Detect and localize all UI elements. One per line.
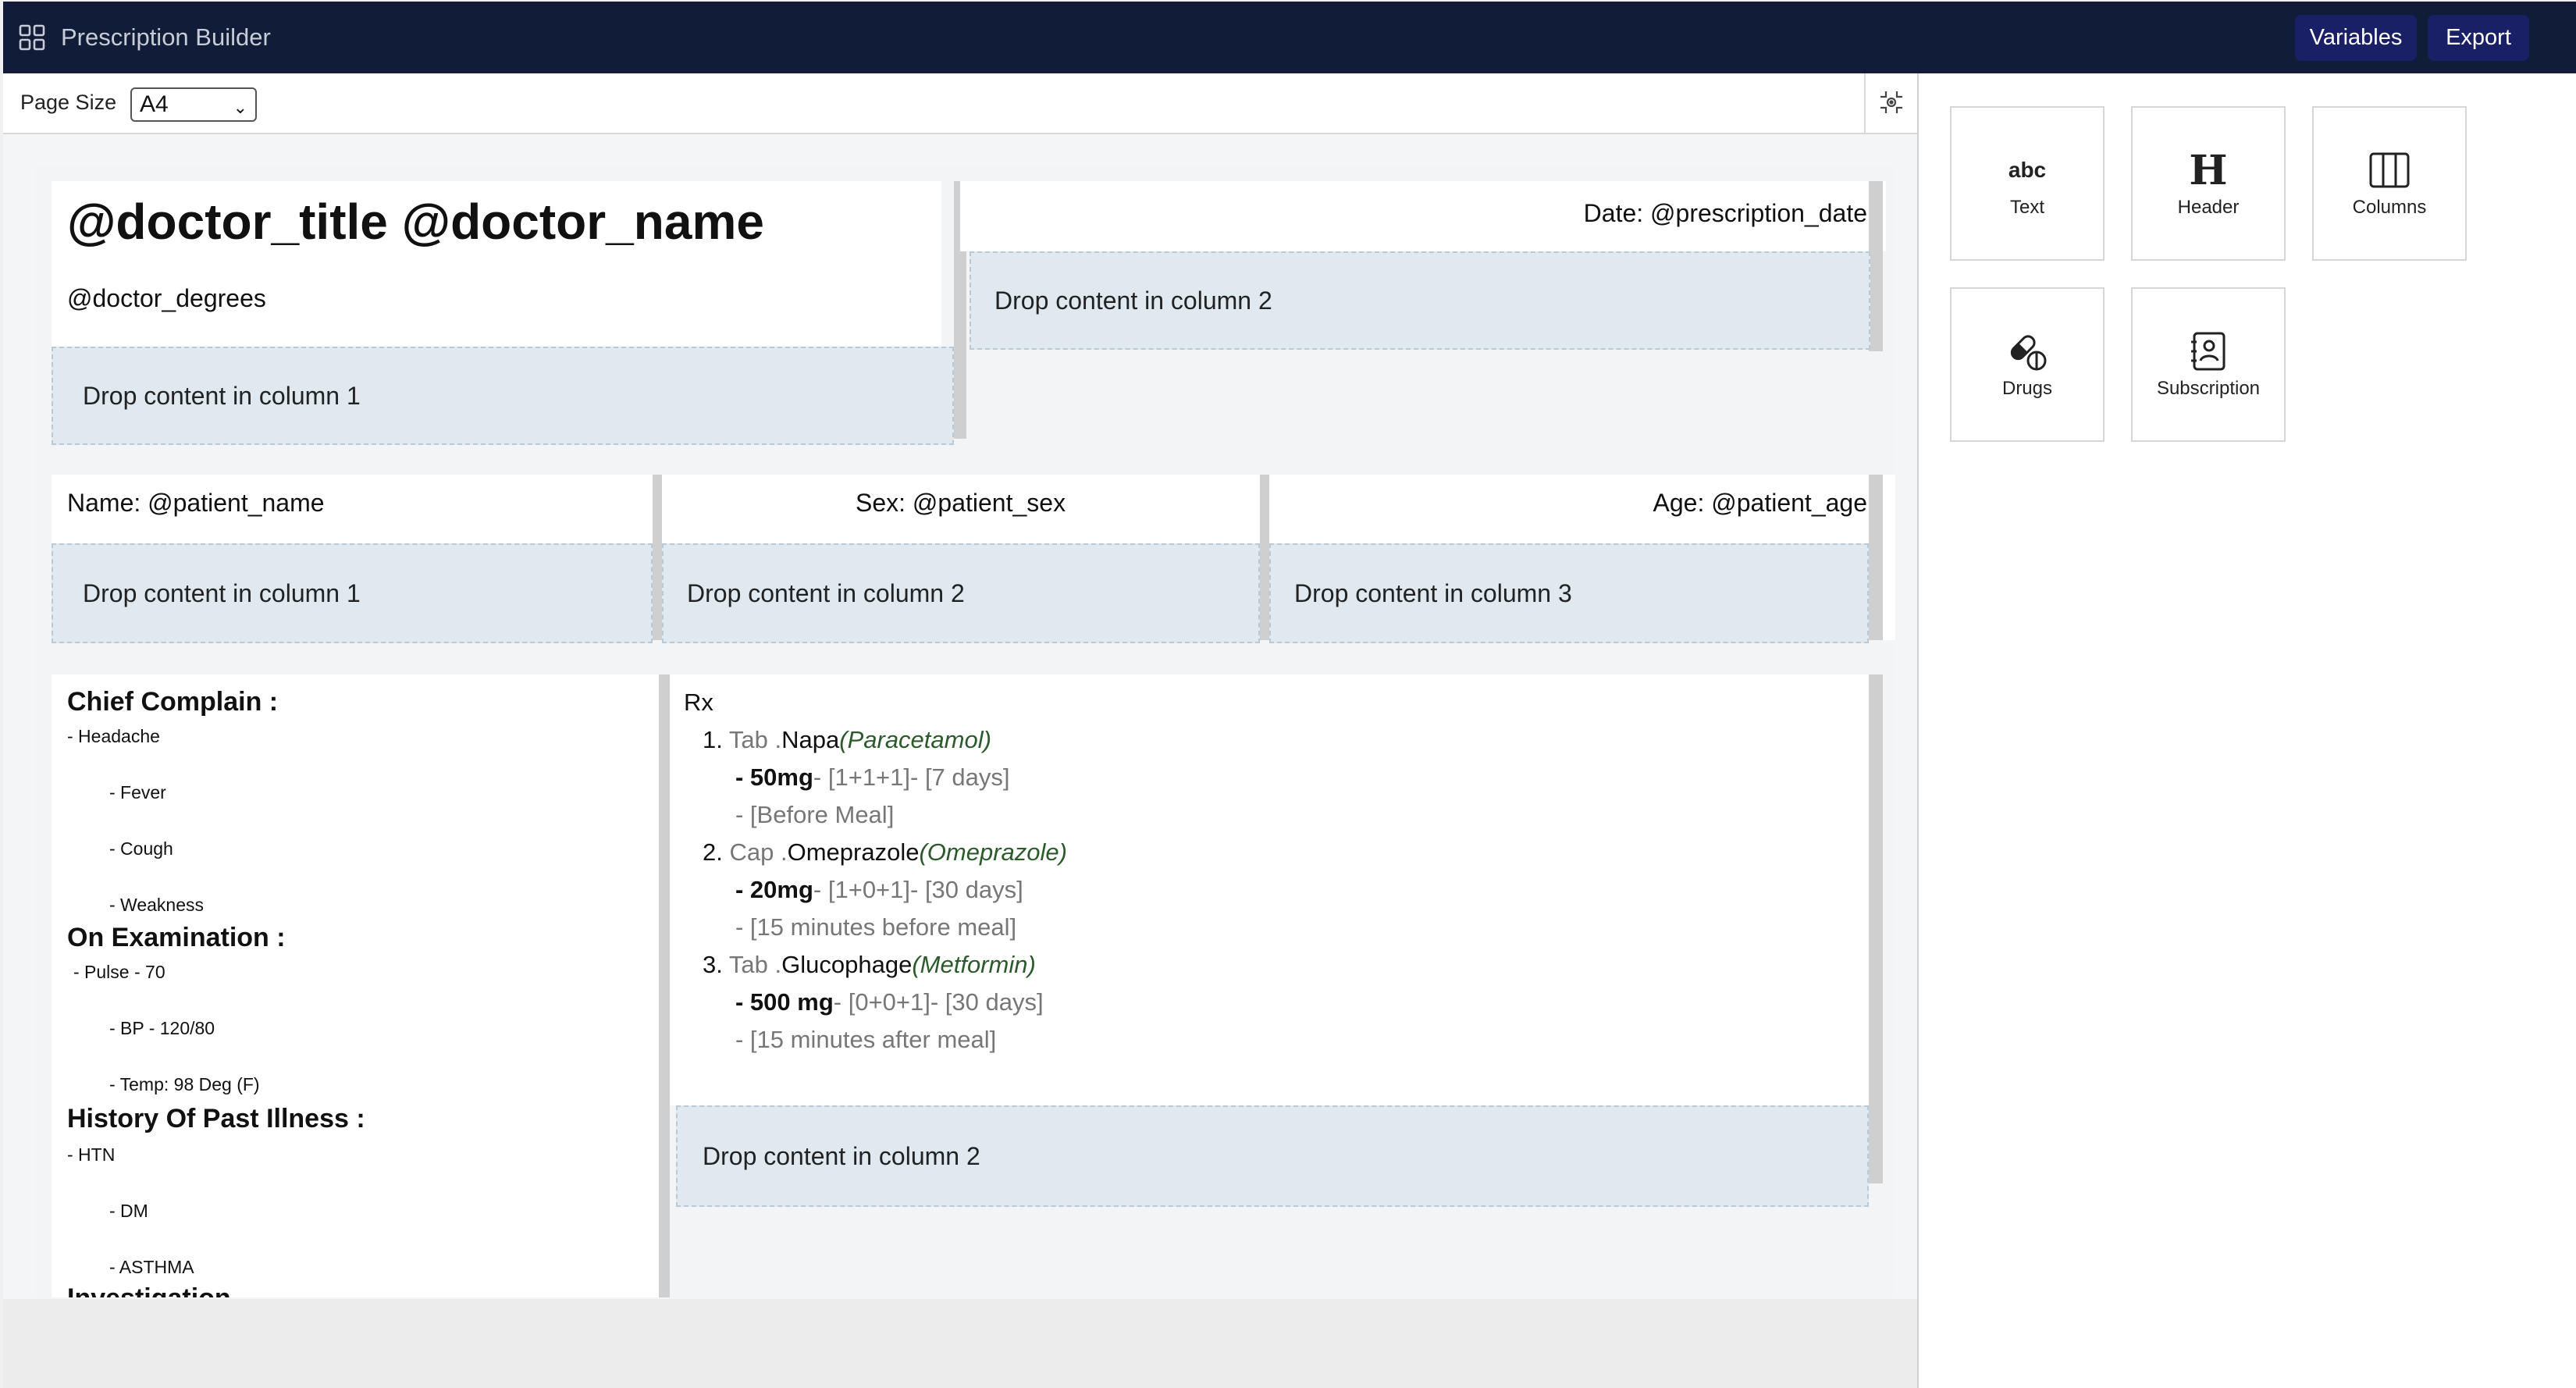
abc-text-icon: abc [2008, 158, 2047, 182]
patient-age: Age: @patient_age [1653, 489, 1867, 517]
list-item: - Temp: 98 Deg (F) [109, 1074, 260, 1094]
block-label: Text [2009, 197, 2044, 218]
grid-icon [19, 24, 45, 51]
block-label: Drugs [2001, 378, 2053, 399]
drug-note-line: - [Before Meal] [735, 801, 895, 828]
drug-note-line: - [15 minutes after meal] [735, 1026, 997, 1053]
patient-name: Name: @patient_name [67, 489, 325, 517]
block-label: Columns [2352, 197, 2427, 218]
block-label: Header [2177, 197, 2240, 218]
header-column-2[interactable] [960, 181, 1886, 251]
drop-zone-rx-col2[interactable]: Drop content in column 2 [676, 1105, 1869, 1207]
list-item: - Pulse - 70 [73, 962, 165, 982]
doctor-name-heading: @doctor_title @doctor_name [67, 194, 764, 250]
chief-complain-heading: Chief Complain : [67, 687, 279, 717]
list-item: - Fever [109, 782, 166, 803]
drug-dose-line: - 500 mg- [0+0+1]- [30 days] [735, 988, 1044, 1016]
top-bar: Prescription Builder Variables Export [3, 2, 2576, 73]
chevron-down-icon: ⌄ [233, 98, 247, 117]
column-resize-handle[interactable] [659, 674, 670, 1297]
column-resize-handle[interactable] [653, 475, 662, 640]
columns-icon [2368, 148, 2411, 192]
doctor-degrees: @doctor_degrees [67, 284, 266, 312]
pill-icon [2007, 329, 2048, 373]
header-icon: H [2189, 146, 2228, 194]
drug-item: 2. Cap .Omeprazole(Omeprazole) [703, 838, 1067, 866]
list-item: - ASTHMA [109, 1257, 194, 1277]
list-item: - Weakness [109, 895, 205, 915]
column-resize-handle[interactable] [1869, 475, 1883, 640]
block-drugs[interactable]: Drugs [1950, 287, 2105, 442]
history-heading: History Of Past Illness : [67, 1104, 365, 1134]
block-header[interactable]: H Header [2131, 106, 2286, 261]
rx-title: Rx [684, 689, 713, 716]
block-subscription[interactable]: Subscription [2131, 287, 2286, 442]
page-size-select[interactable]: A4 ⌄ [130, 87, 257, 122]
drop-zone-header-col1[interactable]: Drop content in column 1 [52, 347, 954, 445]
fullscreen-button[interactable] [1864, 73, 1917, 134]
blocks-panel: abc Text H Header Columns Drugs Subscrip… [1917, 73, 2576, 1388]
column-resize-handle[interactable] [1869, 181, 1883, 351]
rx-column[interactable] [670, 674, 1869, 1105]
list-item: - Cough [109, 838, 173, 859]
page-size-label: Page Size [20, 91, 117, 114]
block-columns[interactable]: Columns [2312, 106, 2467, 261]
list-item: - Headache [67, 726, 160, 746]
on-examination-heading: On Examination : [67, 923, 286, 952]
app-title: Prescription Builder [61, 23, 271, 51]
export-button[interactable]: Export [2428, 15, 2529, 61]
drop-zone-patient-col1[interactable]: Drop content in column 1 [52, 543, 653, 643]
list-item: - HTN [67, 1144, 116, 1165]
editor-pane: Page Size A4 ⌄ @doctor_title @doctor_nam… [3, 73, 1917, 1388]
drug-dose-line: - 20mg- [1+0+1]- [30 days] [735, 876, 1023, 903]
prescription-date: Date: @prescription_date [1583, 199, 1867, 227]
variables-button[interactable]: Variables [2295, 15, 2417, 61]
column-resize-handle[interactable] [1260, 475, 1269, 640]
editor-toolbar: Page Size A4 ⌄ [3, 73, 1917, 134]
page-size-value: A4 [140, 91, 169, 117]
canvas-footer-area [3, 1299, 1917, 1388]
drug-item: 3. Tab .Glucophage(Metformin) [703, 951, 1036, 978]
drug-note-line: - [15 minutes before meal] [735, 913, 1017, 941]
investigation-heading: Investigation [67, 1283, 231, 1297]
block-text[interactable]: abc Text [1950, 106, 2105, 261]
column-resize-handle[interactable] [1869, 674, 1883, 1183]
drug-dose-line: - 50mg- [1+1+1]- [7 days] [735, 763, 1010, 791]
contact-book-icon [2190, 329, 2227, 373]
prescription-canvas: @doctor_title @doctor_name @doctor_degre… [34, 165, 1895, 1297]
list-item: - DM [109, 1201, 148, 1221]
block-label: Subscription [2156, 378, 2261, 399]
clinical-notes-column[interactable] [52, 674, 659, 1297]
drop-zone-patient-col3[interactable]: Drop content in column 3 [1269, 543, 1869, 643]
list-item: - BP - 120/80 [109, 1018, 215, 1038]
drop-zone-patient-col2[interactable]: Drop content in column 2 [662, 543, 1260, 643]
fullscreen-icon [1878, 89, 1905, 119]
patient-sex: Sex: @patient_sex [856, 489, 1066, 517]
drop-zone-header-col2[interactable]: Drop content in column 2 [970, 251, 1870, 350]
drug-item: 1. Tab .Napa(Paracetamol) [703, 726, 991, 753]
